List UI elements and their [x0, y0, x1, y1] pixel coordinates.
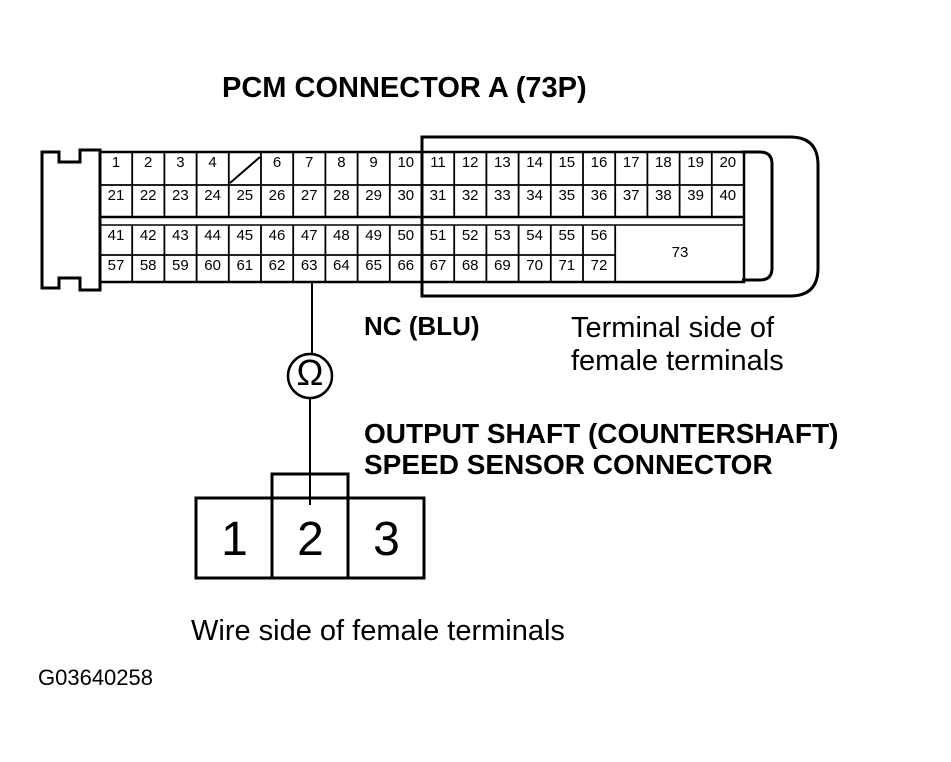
- pin-label-50: 50: [397, 227, 415, 244]
- pin-label-2: 2: [144, 154, 153, 171]
- wire-side-label: Wire side of female terminals: [191, 615, 565, 647]
- ohm-icon: Ω: [296, 352, 324, 393]
- pin-label-55: 55: [558, 227, 576, 244]
- blank-pin-marker: [229, 156, 261, 184]
- sensor-label-line2: SPEED SENSOR CONNECTOR: [364, 449, 773, 480]
- wire-color-label: NC (BLU): [364, 311, 480, 341]
- sensor-terminal-3: 3: [373, 513, 400, 566]
- pin-label-65: 65: [365, 257, 382, 274]
- pin-label-20: 20: [719, 154, 737, 171]
- pin-label-25: 25: [236, 187, 254, 204]
- pcm-connector-hood: [420, 135, 820, 298]
- pcm-connector-inner-hood: [742, 150, 774, 282]
- pin-label-60: 60: [204, 257, 221, 274]
- pcm-connector-body: [40, 148, 102, 292]
- pin-label-72: 72: [590, 257, 608, 274]
- pin-label-13: 13: [494, 154, 511, 171]
- pin-label-36: 36: [590, 187, 608, 204]
- pin-label-23: 23: [172, 187, 189, 204]
- pin-label-46: 46: [268, 227, 286, 244]
- pin-label-47: 47: [300, 227, 318, 244]
- pin-label-3: 3: [176, 154, 185, 171]
- pin-label-51: 51: [429, 227, 447, 244]
- pin-label-35: 35: [558, 187, 576, 204]
- pin-label-11: 11: [430, 154, 446, 171]
- pin-label-6: 6: [272, 154, 282, 171]
- sensor-label-line1: OUTPUT SHAFT (COUNTERSHAFT): [364, 418, 839, 449]
- pin-label-43: 43: [172, 227, 189, 244]
- pin-label-28: 28: [333, 187, 350, 204]
- pin-label-56: 56: [590, 227, 608, 244]
- pin-label-59: 59: [172, 257, 189, 274]
- pin-label-27: 27: [300, 187, 318, 204]
- pin-label-16: 16: [590, 154, 608, 171]
- pin-label-54: 54: [526, 227, 543, 244]
- pin-label-9: 9: [369, 154, 378, 171]
- pin-label-70: 70: [526, 257, 543, 274]
- pin-label-73: 73: [671, 244, 689, 261]
- pin-label-30: 30: [397, 187, 415, 204]
- pin-label-58: 58: [139, 257, 157, 274]
- pin-label-48: 48: [333, 227, 350, 244]
- pin-label-21: 21: [107, 187, 125, 204]
- sensor-terminal-1: 1: [221, 513, 248, 566]
- pin-label-4: 4: [208, 154, 217, 171]
- pin-label-33: 33: [494, 187, 511, 204]
- pin-label-32: 32: [461, 187, 479, 204]
- terminal-side-label-line1: Terminal side of: [571, 312, 775, 344]
- pin-label-42: 42: [139, 227, 157, 244]
- pin-label-7: 7: [305, 154, 314, 171]
- pin-label-53: 53: [494, 227, 511, 244]
- pin-label-1: 1: [111, 154, 121, 171]
- sensor-connector-key: [270, 472, 350, 500]
- pin-label-22: 22: [139, 187, 157, 204]
- pin-label-12: 12: [461, 154, 479, 171]
- pin-label-69: 69: [494, 257, 511, 274]
- pin-label-26: 26: [268, 187, 286, 204]
- pin-label-62: 62: [268, 257, 286, 274]
- pin-label-67: 67: [429, 257, 447, 274]
- pin-label-71: 71: [558, 257, 576, 274]
- pin-label-64: 64: [333, 257, 350, 274]
- figure-code: G03640258: [38, 665, 153, 690]
- pin-label-63: 63: [300, 257, 318, 274]
- pin-label-29: 29: [365, 187, 382, 204]
- pin-label-31: 31: [429, 187, 447, 204]
- pin-label-17: 17: [622, 154, 640, 171]
- pin-label-37: 37: [622, 187, 640, 204]
- pin-label-44: 44: [204, 227, 221, 244]
- pin-label-41: 41: [107, 227, 125, 244]
- pin-label-8: 8: [337, 154, 346, 171]
- pin-label-66: 66: [397, 257, 415, 274]
- pin-label-40: 40: [719, 187, 737, 204]
- connector-title: PCM CONNECTOR A (73P): [222, 72, 587, 104]
- terminal-side-label-line2: female terminals: [571, 345, 784, 377]
- pin-label-24: 24: [204, 187, 221, 204]
- pin-label-34: 34: [526, 187, 543, 204]
- pcm-pin-grid: [100, 152, 744, 282]
- pin-label-61: 61: [236, 257, 254, 274]
- sensor-terminal-2: 2: [297, 513, 324, 566]
- pin-label-19: 19: [687, 154, 704, 171]
- pin-label-18: 18: [655, 154, 672, 171]
- pin-label-45: 45: [236, 227, 254, 244]
- pin-label-14: 14: [526, 154, 543, 171]
- pin-label-68: 68: [461, 257, 479, 274]
- pin-label-52: 52: [461, 227, 479, 244]
- pin-label-15: 15: [558, 154, 576, 171]
- pin-label-10: 10: [397, 154, 415, 171]
- pin-label-57: 57: [107, 257, 125, 274]
- pin-label-38: 38: [655, 187, 672, 204]
- pin-label-49: 49: [365, 227, 382, 244]
- pin-label-39: 39: [687, 187, 704, 204]
